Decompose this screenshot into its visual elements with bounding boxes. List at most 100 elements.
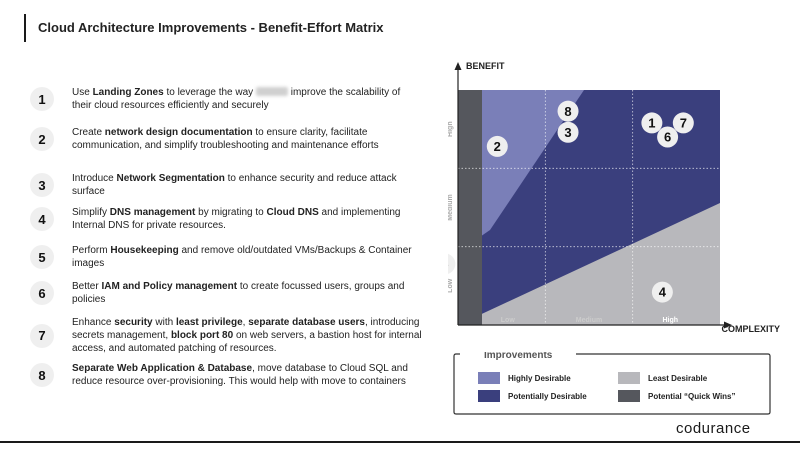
item-text: Use [72, 87, 93, 98]
matrix-marker-6: 6 [657, 126, 679, 148]
footer-divider [0, 441, 800, 443]
item-text-bold: security [114, 317, 153, 328]
item-text: to enhance security and reduce attack su… [72, 173, 397, 197]
legend-label: Potentially Desirable [508, 392, 587, 401]
legend-swatch [478, 390, 500, 402]
matrix-marker-3: 3 [557, 121, 579, 143]
item-text: to create focussed users, groups and pol… [72, 281, 405, 305]
page-title: Cloud Architecture Improvements - Benefi… [38, 20, 384, 35]
matrix-marker-7: 7 [672, 112, 694, 134]
y-axis-label: BENEFIT [466, 61, 505, 71]
marker-circle [486, 135, 508, 157]
x-tick-label: High [662, 317, 678, 324]
marker-circle [657, 126, 679, 148]
item-number-badge: 2 [30, 127, 54, 151]
item-text: improve the scalability of their cloud r… [72, 87, 401, 111]
matrix-marker-5: 5 [448, 253, 456, 274]
x-tick-label: Medium [576, 317, 602, 324]
item-text-bold: Landing Zones [92, 87, 164, 98]
item-number-badge: 4 [30, 207, 54, 231]
marker-circle [641, 112, 663, 134]
item-text: and implementing Internal DNS for privat… [72, 207, 401, 231]
item-text: , [242, 317, 249, 328]
legend-label: Potential “Quick Wins” [648, 392, 736, 401]
item-description: Use Landing Zones to leverage the way im… [72, 86, 422, 112]
matrix-marker-8: 8 [557, 100, 579, 122]
marker-circle [557, 121, 579, 143]
item-text: and remove old/outdated VMs/Backups & Co… [72, 245, 412, 269]
marker-label: 8 [564, 104, 571, 119]
legend-border [453, 353, 771, 415]
improvement-item: 3 Introduce Network Segmentation to enhan… [30, 172, 422, 198]
redacted-text [255, 87, 288, 96]
improvement-item: 6 Better IAM and Policy management to cre… [30, 280, 422, 306]
item-description: Simplify DNS management by migrating to … [72, 206, 422, 232]
item-description: Create network design documentation to e… [72, 126, 422, 152]
item-text: by migrating to [195, 207, 267, 218]
improvement-item: 2 Create network design documentation to … [30, 126, 422, 152]
item-text-bold: Separate Web Application & Database [72, 363, 253, 374]
legend-swatch [478, 372, 500, 384]
item-number-badge: 8 [30, 363, 54, 387]
title-bar: Cloud Architecture Improvements - Benefi… [24, 14, 384, 42]
matrix-marker-2: 2 [486, 135, 508, 157]
marker-label: 5 [448, 257, 449, 272]
marker-label: 3 [564, 125, 571, 140]
item-description: Enhance security with least privilege, s… [72, 316, 422, 355]
item-number-badge: 3 [30, 173, 54, 197]
item-number-badge: 5 [30, 245, 54, 269]
marker-circle [651, 281, 673, 303]
item-text: Enhance [72, 317, 115, 328]
item-description: Separate Web Application & Database, mov… [72, 362, 422, 388]
item-text-bold: Cloud DNS [266, 207, 319, 218]
item-text-bold: DNS management [109, 207, 196, 218]
item-text: with [152, 317, 176, 328]
marker-circle [672, 112, 694, 134]
item-text: on web servers, a bastion host for inter… [72, 330, 422, 354]
x-axis-arrow [724, 321, 732, 329]
marker-circle [557, 100, 579, 122]
item-number-badge: 6 [30, 281, 54, 305]
item-description: Perform Housekeeping and remove old/outd… [72, 244, 422, 270]
item-description: Introduce Network Segmentation to enhanc… [72, 172, 422, 198]
item-text-bold: IAM and Policy management [101, 281, 238, 292]
marker-circle [448, 253, 456, 274]
item-text-bold: Network Segmentation [116, 173, 225, 184]
y-axis-arrow [454, 62, 462, 70]
item-text-bold: least privilege [175, 317, 243, 328]
item-text: Better [72, 281, 102, 292]
item-text-bold: block port 80 [170, 330, 234, 341]
item-text-bold: Housekeeping [110, 245, 179, 256]
improvement-item: 7 Enhance security with least privilege, … [30, 316, 422, 355]
matrix-marker-1: 1 [641, 112, 663, 134]
item-text-bold: separate database users [248, 317, 365, 328]
item-text: , move database to Cloud SQL and reduce … [72, 363, 408, 387]
marker-label: 2 [494, 139, 501, 154]
y-tick-label: Medium [448, 194, 454, 220]
item-description: Better IAM and Policy management to crea… [72, 280, 422, 306]
marker-label: 4 [659, 285, 667, 300]
item-text: Create [72, 127, 105, 138]
item-text: Perform [72, 245, 111, 256]
legend-label: Highly Desirable [508, 374, 571, 383]
codurance-logo: codurance [676, 420, 751, 437]
marker-label: 6 [664, 130, 671, 145]
item-text: , introducing secrets management, [72, 317, 420, 341]
matrix-marker-4: 4 [651, 281, 673, 303]
quick-wins-region [458, 90, 482, 325]
improvement-item: 5 Perform Housekeeping and remove old/out… [30, 244, 422, 270]
y-tick-label: Low [448, 278, 454, 293]
item-number-badge: 7 [30, 323, 54, 348]
marker-label: 7 [680, 116, 687, 131]
marker-label: 1 [648, 116, 655, 131]
legend-swatch [618, 390, 640, 402]
legend-title: Improvements [484, 352, 553, 361]
y-tick-label: High [448, 121, 454, 137]
legend-swatch [618, 372, 640, 384]
x-tick-label: Low [501, 317, 516, 324]
item-text: to ensure clarity, facilitate communicat… [72, 127, 379, 151]
legend-label: Least Desirable [648, 374, 708, 383]
